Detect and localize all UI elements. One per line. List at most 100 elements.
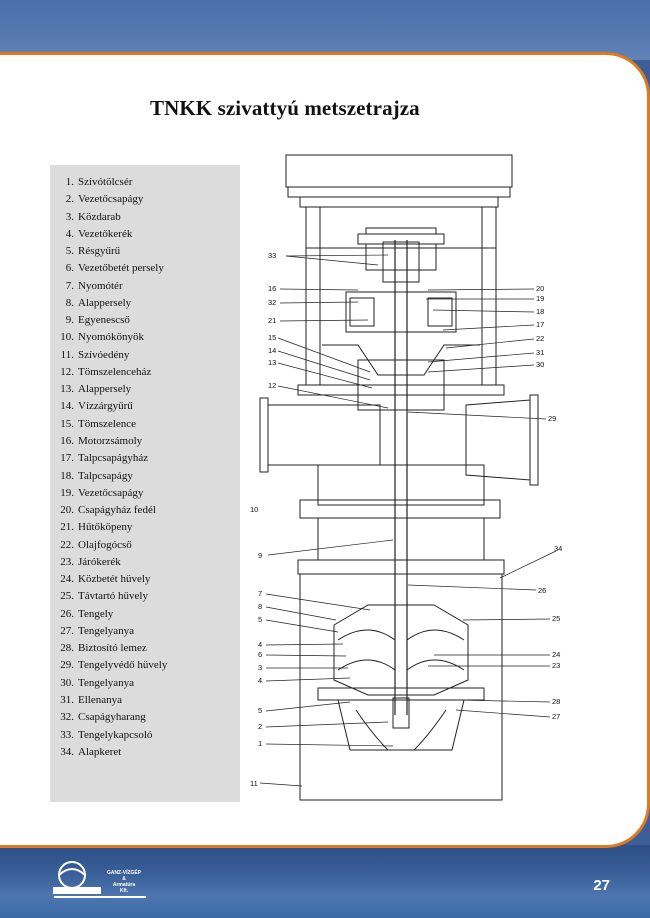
- logo-line: Armatúra: [112, 882, 136, 888]
- legend-item-number: 26.: [60, 607, 74, 620]
- legend-item-label: Tengely: [78, 607, 114, 620]
- legend-item: 17.Talpcsapágyház: [50, 450, 167, 467]
- legend-item: 11. Szívóedény: [50, 347, 167, 364]
- legend-item-label: Szívóedény: [78, 348, 130, 361]
- legend-item: 33.Tengelykapcsoló: [50, 727, 167, 744]
- logo-line: &: [122, 876, 126, 882]
- legend-item-label: Tömszelence: [78, 417, 137, 430]
- callout: 12: [268, 381, 276, 390]
- callouts-left: 33 16 32 21 15 14 13 12 10 9 7 8 5 4 6 3…: [250, 251, 276, 788]
- legend-item-number: 12.: [60, 365, 74, 378]
- callout: 4: [258, 640, 262, 649]
- legend-item: 14.Vízzárgyűrű: [50, 398, 167, 415]
- callout: 23: [552, 661, 560, 670]
- callout: 25: [552, 614, 560, 623]
- callout: 6: [258, 650, 262, 659]
- legend-item: 5. Résgyűrű: [50, 243, 167, 260]
- callout: 34: [554, 544, 562, 553]
- legend-item: 15.Tömszelence: [50, 416, 167, 433]
- callout: 21: [268, 316, 276, 325]
- legend-item: 27. Tengelyanya: [50, 623, 167, 640]
- legend-item-label: Talpcsapágy: [78, 469, 133, 482]
- legend-item-label: Olajfogócső: [78, 538, 132, 551]
- legend-item: 10. Nyomókönyök: [50, 329, 167, 346]
- legend-item-label: Biztosító lemez: [78, 642, 147, 655]
- legend-item: 21. Hűtőköpeny: [50, 519, 167, 536]
- legend-item-label: Tömszelenceház: [78, 365, 152, 378]
- page-number: 27: [593, 877, 610, 894]
- legend-item: 13.Alappersely: [50, 381, 167, 398]
- legend-item-number: 21.: [60, 521, 74, 534]
- legend-item-label: Hűtőköpeny: [78, 521, 133, 534]
- legend-item-number: 2.: [65, 193, 74, 206]
- suction-vessel: [299, 573, 503, 801]
- legend-item-number: 7.: [65, 279, 74, 292]
- bottom-band: [0, 845, 650, 918]
- legend-item-number: 1.: [65, 176, 74, 188]
- pump-section-drawing: 33 16 32 21 15 14 13 12 10 9 7 8 5 4 6 3…: [250, 154, 562, 801]
- callout: 14: [268, 346, 276, 355]
- callout: 8: [258, 602, 262, 611]
- legend-item-number: 11.: [60, 348, 74, 361]
- legend-item-number: 4.: [65, 227, 74, 240]
- callout: 27: [552, 712, 560, 721]
- legend-item-number: 8.: [65, 296, 74, 309]
- legend-item-number: 5.: [65, 245, 74, 258]
- legend-item-label: Nyomókönyök: [78, 331, 144, 344]
- motor-top-block: [285, 154, 513, 188]
- callout: 20: [536, 284, 544, 293]
- callout: 15: [268, 333, 276, 342]
- callout: 5: [258, 615, 262, 624]
- legend-item: 16.Motorzsámoly: [50, 433, 167, 450]
- logo-line: Kft.: [119, 888, 129, 894]
- legend-item-number: 34.: [60, 745, 74, 758]
- legend-item: 3.Közdarab: [50, 209, 167, 226]
- legend-item-label: Résgyűrű: [78, 245, 121, 258]
- callout: 9: [258, 551, 262, 560]
- legend-item-number: 29.: [60, 659, 74, 672]
- base-plate: [297, 384, 505, 396]
- callout: 28: [552, 697, 560, 706]
- legend-item: 6.Vezetőbetét persely: [50, 260, 167, 277]
- legend-item-number: 27.: [60, 624, 74, 637]
- coupling: [365, 227, 437, 271]
- callout: 11: [250, 779, 258, 788]
- legend-item-number: 32.: [60, 711, 74, 724]
- legend-item-label: Ellenanya: [78, 693, 122, 706]
- page-title: TNKK szivattyú metszetrajza: [150, 96, 420, 120]
- legend-item: 26. Tengely: [50, 606, 167, 623]
- legend-item-number: 19.: [60, 486, 74, 499]
- pump-bowl: [333, 604, 469, 696]
- top-band: [0, 0, 650, 60]
- callout: 30: [536, 360, 544, 369]
- legend-item: 18.Talpcsapágy: [50, 468, 167, 485]
- callout: 7: [258, 589, 262, 598]
- callout: 33: [268, 251, 276, 260]
- company-name: GANZ-VÍZGÉP & Armatúra Kft.: [104, 870, 144, 894]
- legend-item: 25.Távtartó hüvely: [50, 588, 167, 605]
- callout: 18: [536, 307, 544, 316]
- legend-item-label: Járókerék: [78, 555, 121, 568]
- callout: 13: [268, 358, 276, 367]
- callout: 22: [536, 334, 544, 343]
- legend-item-number: 20.: [60, 504, 74, 517]
- callout: 29: [548, 414, 556, 423]
- column-flange: [299, 499, 501, 519]
- bearing-housing: [345, 291, 457, 333]
- legend-item-number: 28.: [60, 642, 74, 655]
- discharge-elbow: [267, 404, 381, 466]
- legend-item: 34.Alapkeret: [50, 744, 167, 761]
- legend-item-label: Tengelyanya: [78, 624, 135, 637]
- legend-item: 12. Tömszelenceház: [50, 364, 167, 381]
- legend-item-label: Vízzárgyűrű: [78, 400, 133, 413]
- legend-item-number: 10.: [60, 331, 74, 344]
- legend-item-label: Csapágyharang: [78, 711, 146, 724]
- legend-item: 9.Egyenescső: [50, 312, 167, 329]
- legend-item-label: Vezetőcsapágy: [78, 193, 144, 206]
- callout: 2: [258, 722, 262, 731]
- callout: 10: [250, 505, 258, 514]
- legend-item-number: 6.: [65, 262, 74, 275]
- legend-item: 24.Közbetét hüvely: [50, 571, 167, 588]
- company-logo: [53, 861, 146, 898]
